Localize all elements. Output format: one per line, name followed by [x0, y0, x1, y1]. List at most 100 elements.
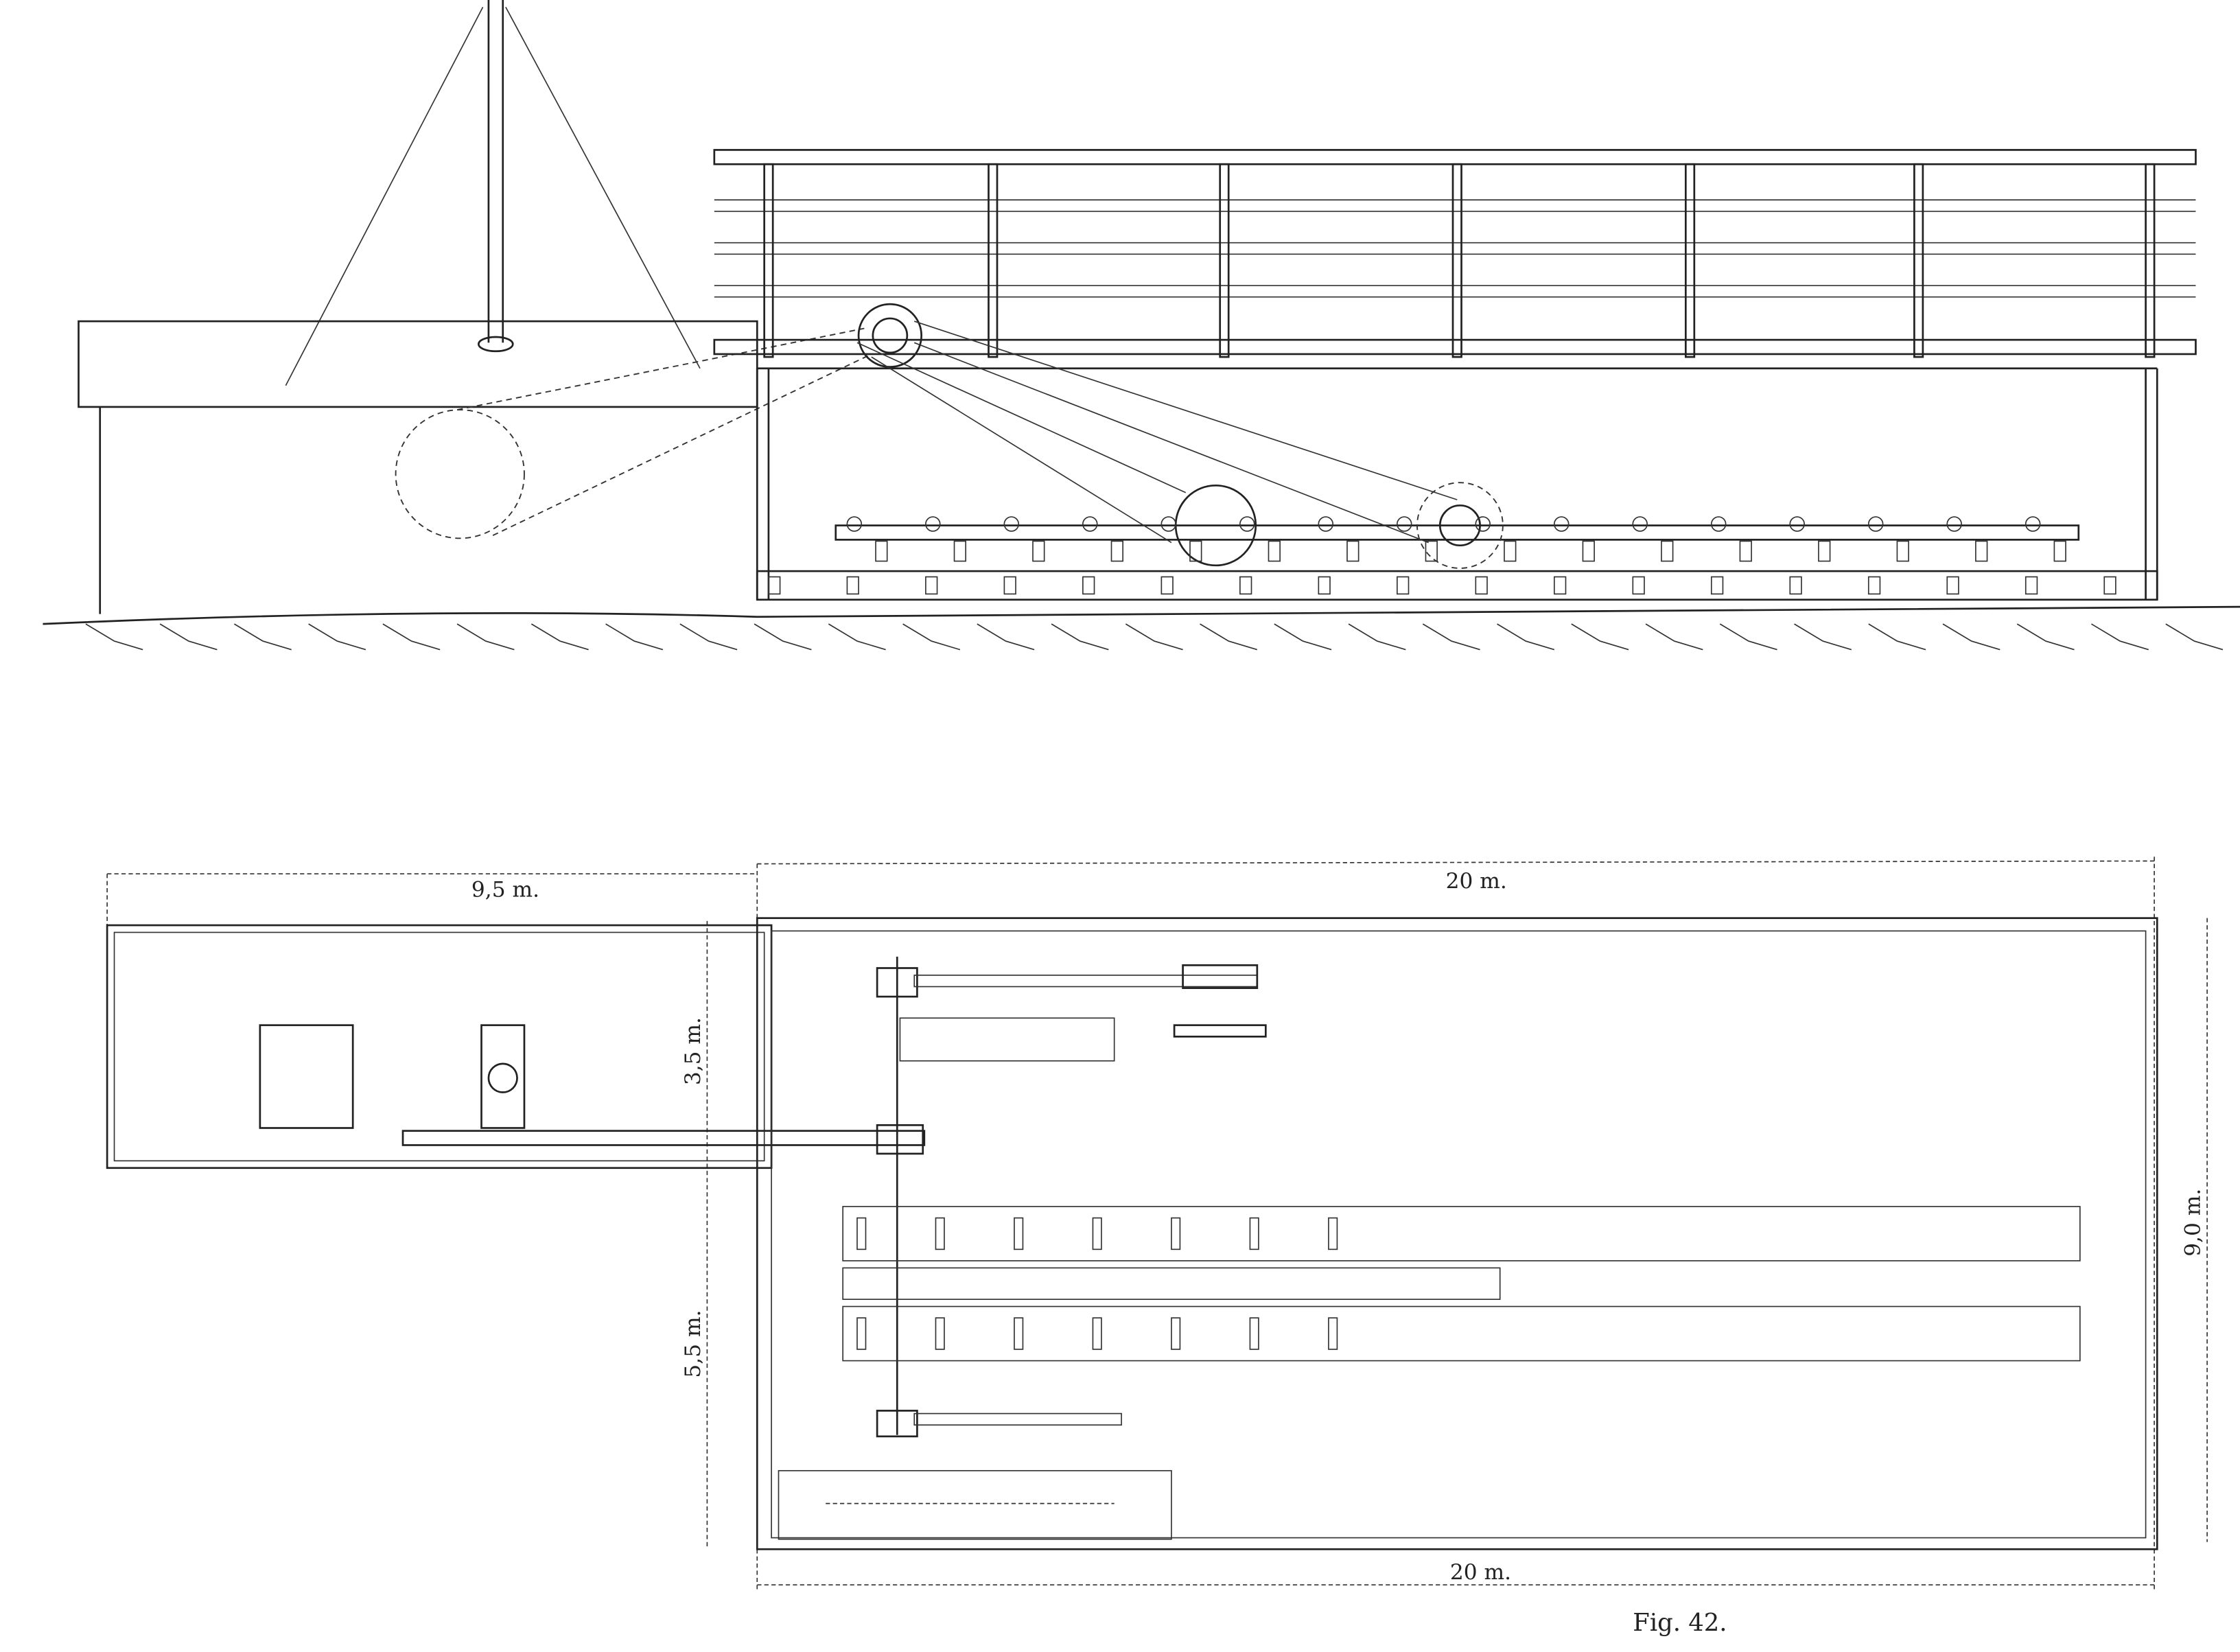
ground-hatch: [233, 623, 292, 651]
ground-hatch: [530, 623, 589, 651]
foundation-block: [1082, 576, 1095, 595]
roller: [1475, 516, 1491, 532]
ground-hatch: [1422, 623, 1480, 651]
sleeper: [1346, 540, 1360, 562]
ground-hatch: [2091, 623, 2149, 651]
roller: [1867, 516, 1884, 532]
sleeper: [2053, 540, 2066, 562]
dim-left-lower: 5,5 m.: [681, 1310, 705, 1378]
foundation-block: [1239, 576, 1252, 595]
sleeper: [1818, 540, 1831, 562]
dim-bottom: 20 m.: [1450, 1560, 1511, 1585]
foundation-block: [1632, 576, 1645, 595]
foundation-block: [1397, 576, 1410, 595]
foundation-block: [1003, 576, 1016, 595]
roller: [846, 516, 863, 532]
sleeper: [1268, 540, 1281, 562]
foundation-block: [2025, 576, 2038, 595]
ground-hatch: [1125, 623, 1183, 651]
plan-roller: [1092, 1217, 1102, 1250]
ground-hatch: [828, 623, 886, 651]
plan-roller: [1249, 1317, 1259, 1350]
ground-hatch: [605, 623, 664, 651]
foundation-block: [846, 576, 859, 595]
foundation-block: [1160, 576, 1174, 595]
foundation-block: [1946, 576, 1959, 595]
roller: [2025, 516, 2041, 532]
main-shed: [756, 303, 2158, 601]
ground-hatch: [1348, 623, 1406, 651]
roller: [1082, 516, 1098, 532]
sleeper: [1189, 540, 1202, 562]
sleeper: [1425, 540, 1438, 562]
ground-hatch: [456, 623, 515, 651]
ground-hatch: [1571, 623, 1629, 651]
ground-hatch: [679, 623, 738, 651]
plan-roller: [1014, 1217, 1024, 1250]
ground-hatch: [159, 623, 218, 651]
engine-house: [78, 320, 872, 614]
ground-hatch: [1645, 623, 1703, 651]
roller: [1318, 516, 1333, 532]
sleeper: [1739, 540, 1752, 562]
roller: [1397, 516, 1412, 532]
roller: [1553, 516, 1570, 532]
sleeper: [953, 540, 967, 562]
ground-hatch: [1942, 623, 2000, 651]
ground-line: [43, 605, 2240, 651]
dim-right: 9,0 m.: [2181, 1189, 2206, 1257]
roller: [1946, 516, 1962, 532]
foundation-block: [768, 576, 781, 595]
ground-hatch: [85, 623, 143, 651]
foundation-block: [1475, 576, 1488, 595]
roller: [1239, 516, 1255, 532]
plan-roller: [1171, 1217, 1181, 1250]
plan-view: [106, 857, 2208, 1592]
foundation-block: [925, 576, 938, 595]
ground-hatch: [1200, 623, 1258, 651]
sleeper: [1896, 540, 1909, 562]
ground-hatch: [1274, 623, 1332, 651]
ground-hatch: [754, 623, 812, 651]
plan-roller: [935, 1217, 945, 1250]
mast: [285, 0, 701, 386]
foundation-block: [1867, 576, 1881, 595]
dim-top-left: 9,5 m.: [471, 877, 539, 902]
plan-roller: [1249, 1217, 1259, 1250]
upper-drying-frame: [713, 149, 2197, 358]
elevation-view: [43, 0, 2240, 651]
sleeper: [1110, 540, 1123, 562]
sleeper: [1582, 540, 1595, 562]
ground-hatch: [2016, 623, 2075, 651]
foundation-block: [1318, 576, 1331, 595]
plan-roller: [1014, 1317, 1024, 1350]
ground-hatch: [1868, 623, 1926, 651]
dim-left-upper: 3,5 m.: [681, 1017, 705, 1085]
roller: [1632, 516, 1648, 532]
ground-hatch: [1719, 623, 1777, 651]
roller: [1710, 516, 1727, 532]
dim-top-main: 20 m.: [1446, 869, 1507, 894]
roller: [1789, 516, 1805, 532]
plan-roller: [935, 1317, 945, 1350]
sleeper: [1661, 540, 1674, 562]
ground-hatch: [308, 623, 366, 651]
roller: [925, 516, 941, 532]
ground-hatch: [902, 623, 961, 651]
sleeper: [875, 540, 888, 562]
plan-roller: [856, 1317, 867, 1350]
ground-hatch: [1497, 623, 1555, 651]
plan-roller: [1328, 1317, 1338, 1350]
plan-roller: [1092, 1317, 1102, 1350]
plan-roller: [1171, 1317, 1181, 1350]
foundation-block: [1789, 576, 1802, 595]
ground-hatch: [977, 623, 1035, 651]
ground-hatch: [1794, 623, 1852, 651]
foundation-block: [1553, 576, 1567, 595]
ground-hatch: [382, 623, 441, 651]
foundation-block: [1710, 576, 1724, 595]
roller: [1160, 516, 1177, 532]
ground-hatch: [1051, 623, 1109, 651]
foundation-block: [2103, 576, 2116, 595]
